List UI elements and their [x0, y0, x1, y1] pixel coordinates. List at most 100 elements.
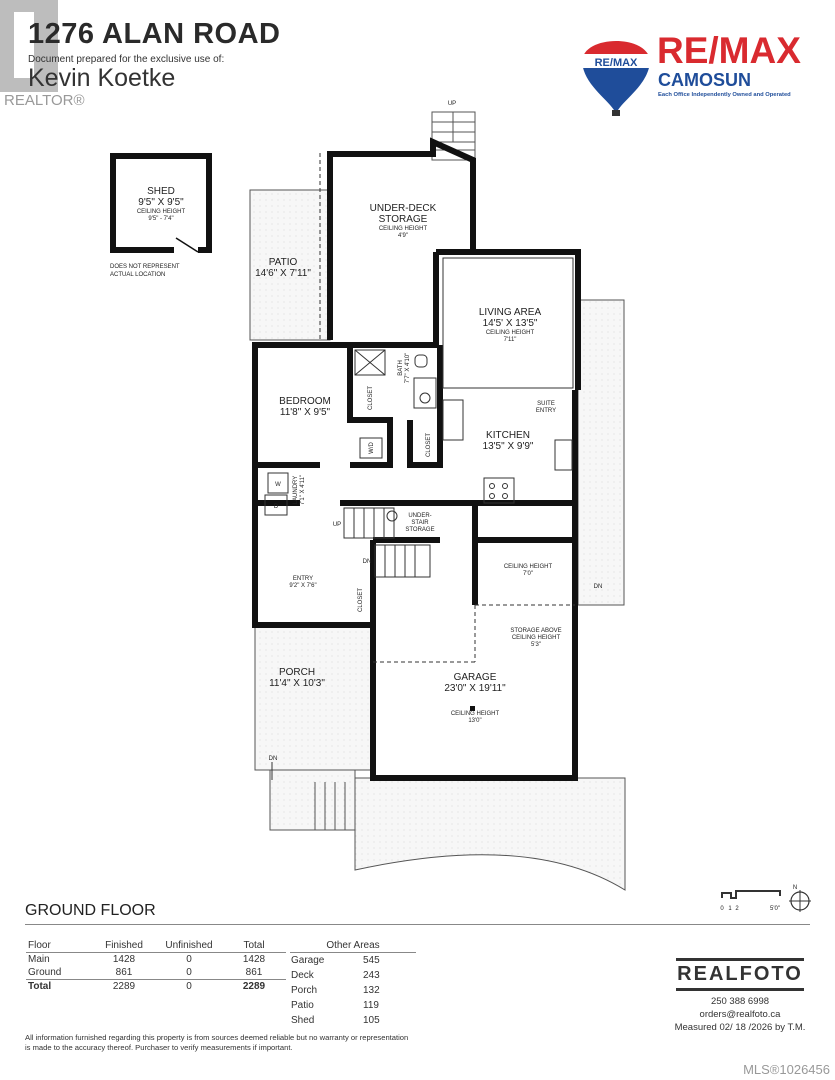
table-row: Shed 105 [290, 1013, 416, 1028]
living-name: LIVING AREA [479, 307, 542, 318]
north-compass-icon: N [789, 885, 811, 912]
photographer-email: orders@realfoto.ca [699, 1009, 781, 1020]
cell: Deck [291, 970, 314, 981]
kitchen-name: KITCHEN [486, 430, 530, 441]
dryer-label: D [274, 504, 279, 510]
shed-walls [110, 153, 212, 253]
patio-area [249, 189, 331, 341]
cell: 0 [186, 954, 192, 965]
cell: 105 [363, 1015, 380, 1026]
col-finished: Finished [92, 939, 156, 953]
interior-details [264, 153, 575, 663]
disclaimer: All information furnished regarding this… [25, 1033, 409, 1052]
shed-note-2: ACTUAL LOCATION [110, 272, 165, 278]
bedroom-name: BEDROOM [279, 396, 331, 407]
office-name: CAMOSUN [658, 70, 751, 90]
walls [252, 137, 581, 781]
deck-area [577, 299, 625, 606]
shed-door [175, 237, 199, 253]
cell: 861 [115, 967, 133, 978]
wd-label: W/D [369, 442, 375, 454]
bedroom-size: 11'8" X 9'5" [280, 407, 331, 418]
laundry-name: LAUNDRY [293, 476, 299, 505]
porch-area [254, 624, 374, 771]
washer-label: W [275, 482, 281, 488]
cell: 861 [245, 967, 263, 978]
cell: Shed [291, 1015, 315, 1026]
garage-upper-ceiling: 7'0" [523, 571, 533, 577]
scale-tick-5: 5'0" [770, 906, 780, 912]
client-name: Kevin Koetke [28, 64, 176, 92]
deck-dn-label: DN [594, 584, 603, 590]
bath-size: 7'7" X 4'10" [405, 353, 411, 384]
prepared-for-label: Document prepared for the exclusive use … [28, 54, 225, 65]
storage-above-3: 5'3" [531, 642, 541, 648]
col-total: Total [222, 939, 286, 953]
entry-name: ENTRY [293, 576, 313, 582]
living-ceiling: 7'11" [504, 337, 517, 343]
under-stair-1: UNDER- [408, 513, 431, 519]
divider [25, 924, 810, 925]
suite-entry-1: SUITE [537, 401, 555, 407]
shed-name: SHED [147, 186, 175, 197]
cell: 0 [156, 979, 222, 993]
cell: 0 [186, 967, 192, 978]
porch-dn-label: DN [269, 756, 278, 762]
cell: 119 [363, 1000, 379, 1011]
living-ceiling-label: CEILING HEIGHT [486, 330, 535, 336]
shed-ceiling: 9'5" - 7'4" [148, 216, 173, 222]
cell: Main [28, 954, 50, 965]
storage-above-2: CEILING HEIGHT [512, 635, 561, 641]
under-stair-3: STORAGE [405, 527, 434, 533]
stairs-dn-label: DN [363, 559, 372, 565]
entry-size: 9'2" X 7'6" [289, 583, 316, 589]
realfoto-logo: REALFOTO [676, 958, 804, 991]
under-deck-name-1: UNDER-DECK [370, 203, 437, 214]
garage-ceiling: 13'0" [468, 718, 481, 724]
shed-note-1: DOES NOT REPRESENT [110, 264, 180, 270]
cell: 1428 [112, 954, 136, 965]
scale-tick-0: 0 [720, 906, 724, 912]
photographer-phone: 250 388 6998 [710, 996, 770, 1007]
patio-size: 14'6" X 7'11" [255, 268, 311, 279]
scale-tick-2: 2 [735, 906, 739, 912]
realtor-r-logo [0, 0, 58, 92]
floor-title: GROUND FLOOR [25, 902, 156, 919]
patio-name: PATIO [269, 257, 298, 268]
table-row: Ground 861 0 861 [26, 966, 286, 980]
bath-name: BATH [398, 360, 404, 376]
garage-upper-ceiling-label: CEILING HEIGHT [504, 564, 553, 570]
property-title: 1276 ALAN ROAD [28, 18, 281, 50]
garage-ceiling-label: CEILING HEIGHT [451, 711, 500, 717]
garage-size: 23'0" X 19'11" [444, 683, 506, 694]
interior-stairs [343, 507, 431, 578]
porch-steps [269, 769, 356, 831]
cell: Ground [28, 967, 62, 978]
table-row: Porch 132 [290, 983, 416, 998]
garage-name: GARAGE [454, 672, 497, 683]
shed-ceiling-label: CEILING HEIGHT [137, 209, 186, 215]
kitchen-size: 13'5" X 9'9" [483, 441, 534, 452]
mls-number: MLS®1026456 [743, 1062, 830, 1077]
closet-label-3: CLOSET [358, 588, 364, 612]
porch-size: 11'4" X 10'3" [269, 678, 325, 689]
cell: 2289 [222, 979, 286, 993]
cell: 545 [363, 955, 380, 966]
cell: Porch [291, 985, 318, 996]
closet-label-1: CLOSET [368, 386, 374, 410]
realtor-logo: REALTOR® [4, 92, 85, 109]
remax-balloon-logo: RE/MAX [582, 41, 650, 116]
closet-label-2: CLOSET [426, 433, 432, 457]
under-deck-ceiling: 4'9" [398, 233, 408, 239]
cell: 132 [363, 985, 380, 996]
other-areas-header: Other Areas [290, 939, 416, 953]
office-tagline: Each Office Independently Owned and Oper… [658, 92, 791, 98]
measured-info: Measured 02/ 18 /2026 by T.M. [674, 1022, 806, 1033]
cell: 1428 [242, 954, 266, 965]
total-row: Total 2289 0 2289 [26, 979, 286, 993]
porch-name: PORCH [279, 667, 315, 678]
living-size: 14'5' X 13'5" [483, 318, 538, 329]
